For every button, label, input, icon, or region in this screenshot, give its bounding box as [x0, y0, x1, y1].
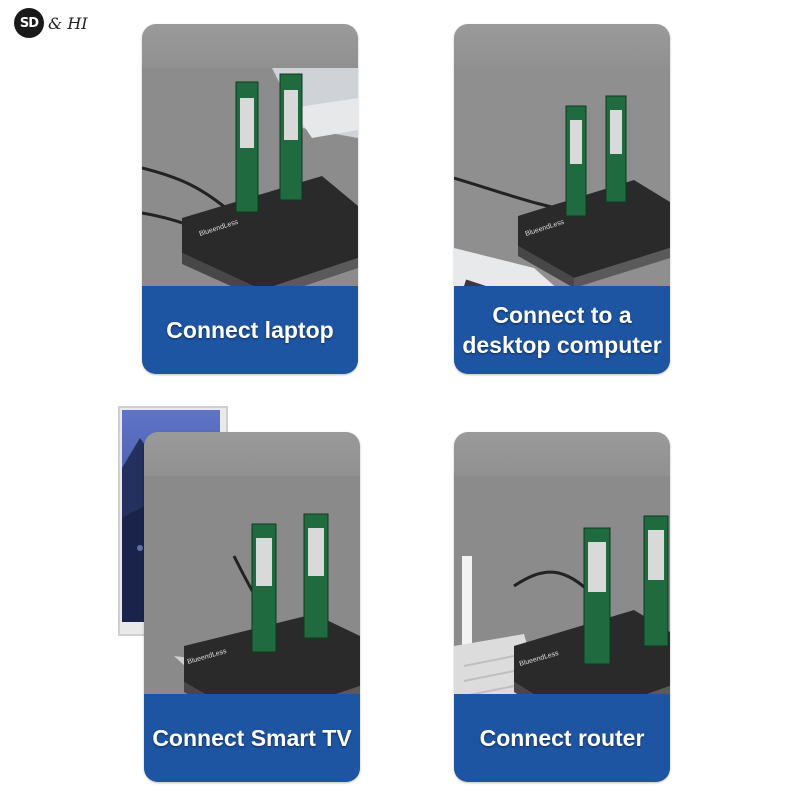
card-connect-router: BlueendLess Connect router	[454, 432, 670, 782]
caption-box: Connect router	[454, 694, 670, 782]
caption-connect-desktop: Connect to a desktop computer	[462, 302, 662, 358]
logo-text: & HI	[48, 13, 88, 33]
caption-box: Connect Smart TV	[144, 694, 360, 782]
caption-connect-laptop: Connect laptop	[166, 317, 334, 343]
caption-connect-smart-tv: Connect Smart TV	[152, 725, 352, 751]
shop-logo: SD & HI	[14, 8, 88, 38]
caption-box: Connect laptop	[142, 286, 358, 374]
card-connect-smart-tv: BlueendLess Connect Smart TV	[144, 432, 360, 782]
card-connect-laptop: BlueendLess Connect laptop	[142, 24, 358, 374]
card-connect-desktop: BlueendLess Connect to a desktop compute…	[454, 24, 670, 374]
logo-badge: SD	[14, 8, 44, 38]
caption-connect-router: Connect router	[479, 725, 645, 751]
caption-box: Connect to a desktop computer	[454, 286, 670, 374]
